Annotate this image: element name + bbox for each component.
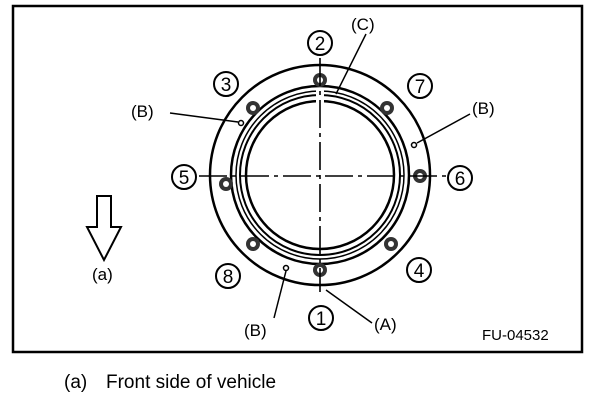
bolt-bottom-left (246, 237, 260, 251)
sequence-markers: 1 2 3 4 5 6 7 8 (171, 30, 473, 331)
figure-id: FU-04532 (482, 327, 549, 344)
svg-text:5: 5 (179, 168, 190, 189)
front-arrow-label: (a) (92, 265, 113, 284)
label-c: (C) (351, 15, 375, 34)
marker-4: 4 (406, 257, 432, 283)
svg-text:8: 8 (223, 267, 234, 288)
label-b-left: (B) (131, 102, 154, 121)
marker-6: 6 (447, 165, 473, 191)
bolt-top-right (380, 101, 394, 115)
marker-3: 3 (213, 71, 239, 97)
svg-text:3: 3 (221, 75, 232, 96)
svg-text:4: 4 (414, 261, 425, 282)
marker-1: 1 (308, 305, 334, 331)
ring-notch (316, 90, 324, 104)
marker-8: 8 (215, 263, 241, 289)
label-b-right: (B) (472, 99, 495, 118)
figure-frame (11, 4, 584, 354)
leader-lines (169, 33, 471, 324)
svg-text:2: 2 (315, 34, 326, 55)
legend-key: (a) (64, 372, 88, 393)
svg-text:7: 7 (415, 77, 426, 98)
marker-5: 5 (171, 164, 197, 190)
svg-text:1: 1 (316, 309, 327, 330)
bolt-top-left (246, 101, 260, 115)
marker-7: 7 (407, 73, 433, 99)
bolt-bottom-right (384, 237, 398, 251)
label-a: (A) (374, 315, 397, 334)
legend-caption: (a) Front side of vehicle (64, 372, 276, 394)
front-direction-arrow (85, 195, 123, 263)
bolt-left (219, 177, 233, 191)
marker-2: 2 (307, 30, 333, 56)
alignment-holes (237, 119, 418, 272)
legend-text: Front side of vehicle (106, 372, 277, 393)
label-b-bottom: (B) (244, 321, 267, 340)
svg-text:6: 6 (455, 169, 466, 190)
